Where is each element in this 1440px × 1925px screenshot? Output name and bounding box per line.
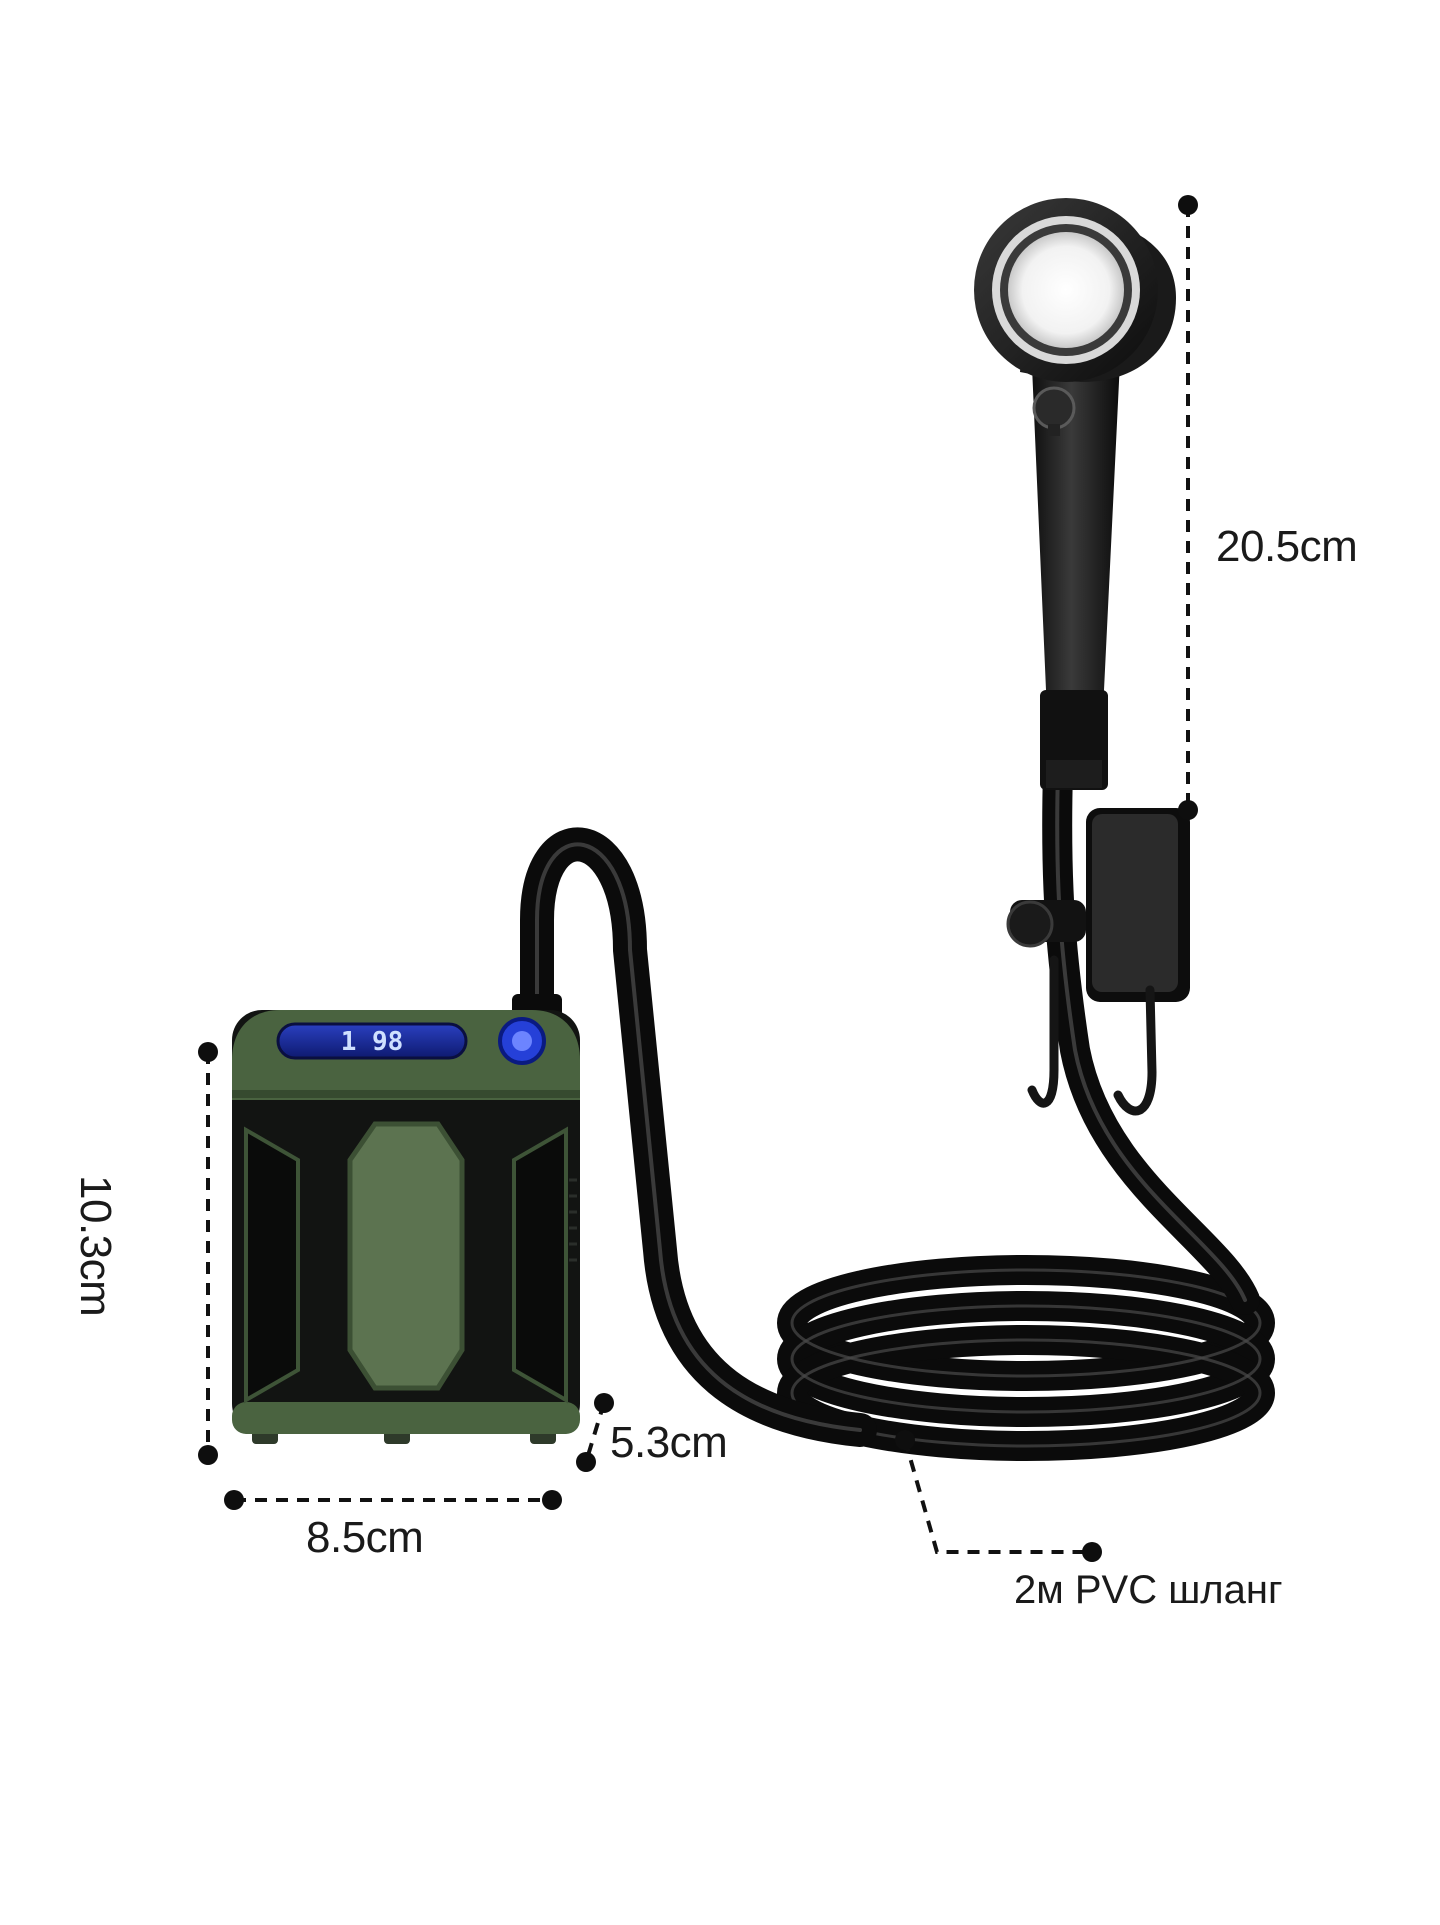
dimension-lines [206,205,1190,1554]
dimension-endpoints [198,195,1198,1562]
holder-hook-right [1113,985,1157,1116]
shower-face [1008,232,1124,348]
pump-depth-label: 5.3cm [610,1418,728,1467]
hose-length-label: 2м PVC шланг [1014,1568,1283,1612]
pump-digital-display [276,1022,468,1060]
hose-coil [777,1255,1275,1461]
shower-mode-button [1032,386,1076,430]
pump-display-readout: 1 98 [341,1027,404,1057]
pvc-hose [520,755,1275,1461]
dim-pump-depth-line [584,1402,606,1463]
pump-height-label: 10.3cm [71,1175,120,1317]
pump-unit: 1 98 [232,994,580,1444]
pump-front-panel [347,1121,465,1391]
dim-hose-leader [903,1439,1092,1554]
pump-side-vents [569,1178,577,1262]
shower-height-label: 20.5cm [1216,522,1358,571]
holder-hook-left [1027,955,1059,1108]
wall-holder [1006,808,1190,1116]
shower-head [974,198,1176,790]
pump-width-label: 8.5cm [306,1513,424,1562]
